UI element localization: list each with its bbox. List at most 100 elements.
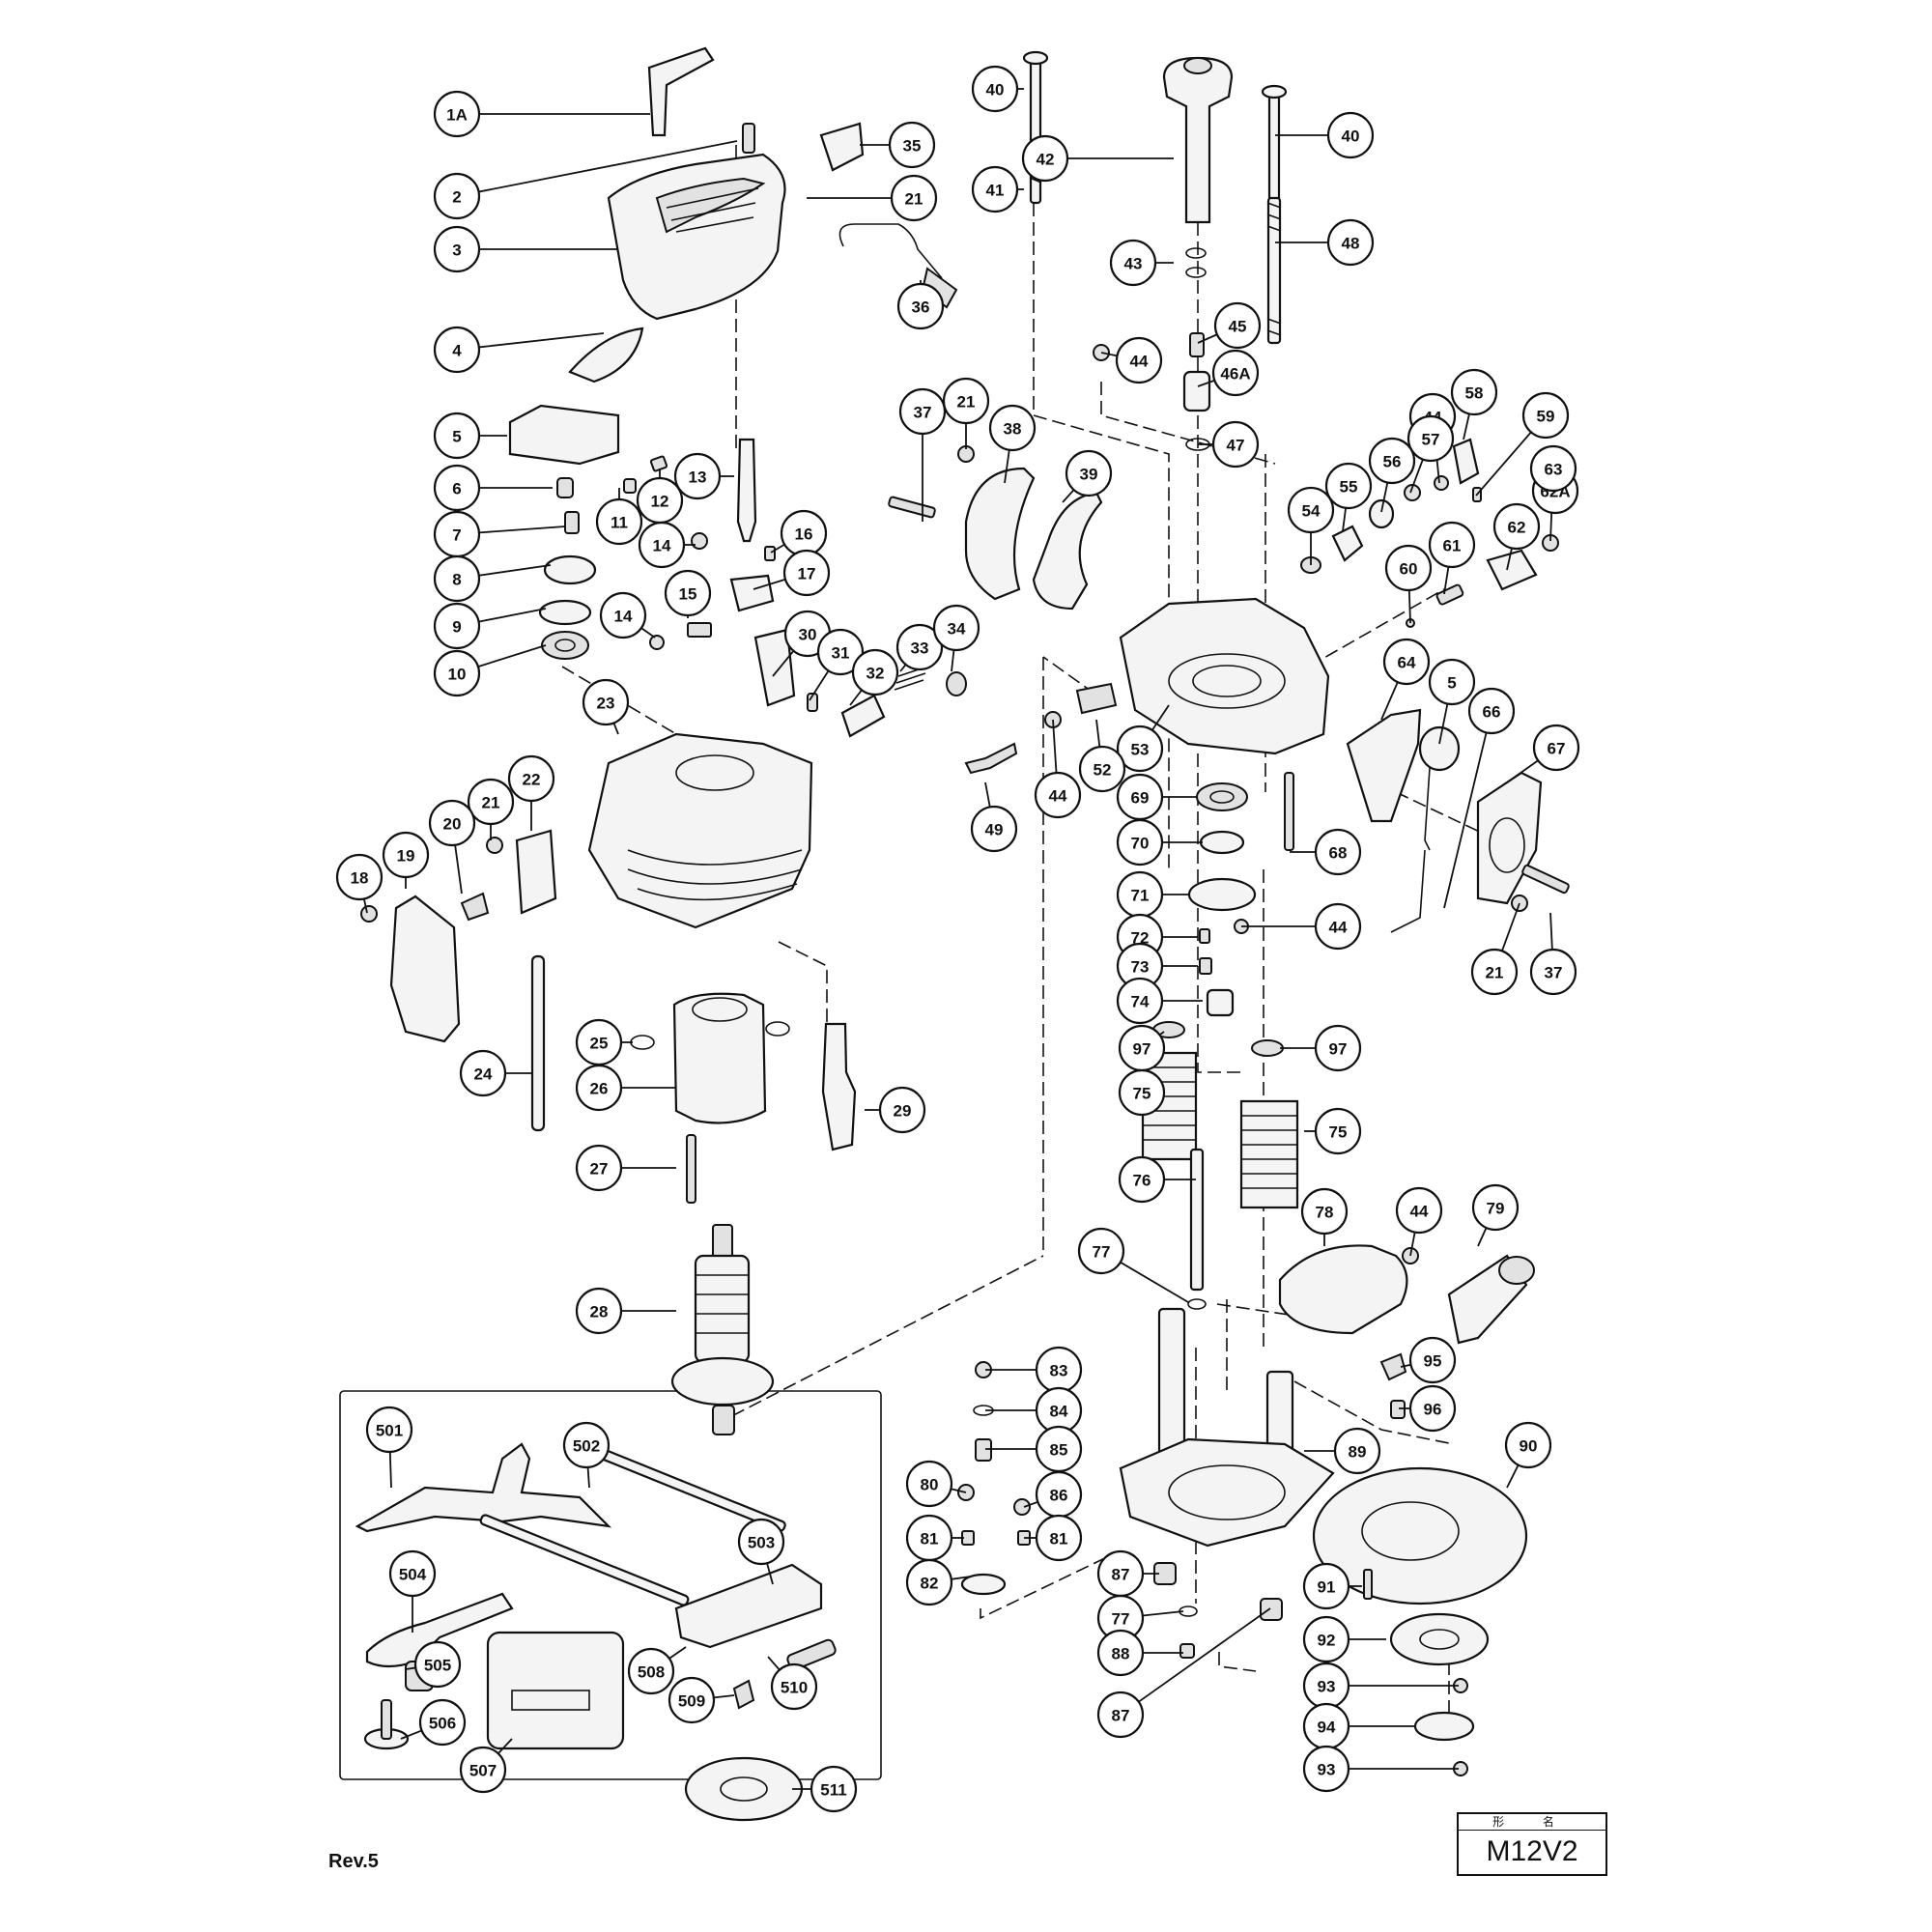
- callout-number: 27: [590, 1160, 609, 1179]
- callout-circle: [1314, 902, 1362, 951]
- leader-line-509: [713, 1694, 735, 1699]
- leader-line-77: [1120, 1261, 1189, 1303]
- callout-number: 77: [1093, 1243, 1111, 1262]
- leader-line-58: [1463, 413, 1470, 440]
- callout-part-40: 40: [1326, 111, 1375, 159]
- callout-number: 40: [986, 81, 1005, 99]
- callout-circle: [1450, 368, 1498, 416]
- callout-number: 29: [894, 1102, 912, 1121]
- callout-number: 9: [452, 618, 461, 637]
- callout-number: 28: [590, 1303, 609, 1321]
- callout-circle: [664, 569, 712, 617]
- callout-number: 26: [590, 1080, 609, 1098]
- callout-part-2: 2: [433, 172, 481, 220]
- callout-number: 95: [1424, 1352, 1442, 1371]
- leader-line-44: [1100, 352, 1118, 357]
- callout-part-55: 55: [1324, 462, 1373, 510]
- callout-part-95: 95: [1408, 1336, 1457, 1384]
- callout-part-5: 5: [433, 412, 481, 460]
- callout-number: 68: [1329, 844, 1348, 863]
- callout-circle: [1065, 449, 1113, 497]
- callout-circle: [433, 602, 481, 650]
- callout-number: 10: [448, 666, 467, 684]
- accessories-frame: [339, 1390, 882, 1780]
- callout-part-509: 509: [668, 1676, 716, 1724]
- callout-part-7: 7: [433, 510, 481, 558]
- leader-line-32: [849, 689, 863, 706]
- callout-circle: [1395, 1186, 1443, 1235]
- callout-part-49: 49: [970, 805, 1018, 853]
- callout-part-66: 66: [1467, 687, 1516, 735]
- leader-line-77: [1142, 1610, 1184, 1617]
- leader-line-66: [1443, 732, 1488, 909]
- callout-number: 21: [482, 794, 500, 812]
- callout-circle: [905, 1558, 953, 1606]
- callout-part-29: 29: [878, 1086, 926, 1134]
- callout-part-87: 87: [1096, 1549, 1145, 1598]
- callout-number: 79: [1487, 1200, 1505, 1218]
- callout-part-88: 88: [1096, 1629, 1145, 1677]
- callout-part-79: 79: [1471, 1183, 1520, 1232]
- callout-circle: [1077, 1227, 1125, 1275]
- callout-circle: [1382, 638, 1431, 686]
- callout-number: 71: [1131, 887, 1150, 905]
- callout-circle: [459, 1049, 507, 1097]
- leader-line-44: [1052, 719, 1058, 774]
- leader-line-4: [478, 332, 605, 349]
- callout-part-90: 90: [1504, 1421, 1552, 1469]
- callout-circle: [507, 754, 555, 803]
- callout-circle: [1302, 1615, 1350, 1663]
- callout-part-53: 53: [1116, 724, 1164, 773]
- callout-number: 16: [795, 526, 813, 544]
- callout-circle: [428, 799, 476, 847]
- callout-circle: [970, 805, 1018, 853]
- callout-circle: [1471, 1183, 1520, 1232]
- model-name-box: 形 名 M12V2: [1457, 1812, 1607, 1876]
- leader-line-46A: [1197, 379, 1215, 387]
- callout-number: 5: [1447, 674, 1456, 693]
- callout-circle: [1314, 828, 1362, 876]
- callout-part-67: 67: [1532, 724, 1580, 772]
- callout-number: 21: [957, 393, 976, 412]
- callout-circle: [668, 1676, 716, 1724]
- leader-line-503: [766, 1562, 774, 1585]
- callout-part-89: 89: [1333, 1427, 1381, 1475]
- callout-circle: [365, 1406, 413, 1454]
- callout-part-36: 36: [896, 282, 945, 330]
- callout-part-78: 78: [1300, 1187, 1349, 1236]
- leader-line-501: [388, 1451, 392, 1489]
- callout-circle: [467, 778, 515, 826]
- part-illustrations: [355, 46, 1570, 1822]
- callout-part-12: 12: [636, 476, 684, 525]
- callout-number: 15: [679, 585, 697, 604]
- callout-part-81: 81: [905, 1514, 953, 1562]
- callout-number: 48: [1342, 235, 1360, 253]
- callout-number: 91: [1318, 1578, 1336, 1597]
- callout-number: 78: [1316, 1204, 1334, 1222]
- callout-part-92: 92: [1302, 1615, 1350, 1663]
- leader-line-95: [1400, 1363, 1411, 1368]
- callout-number: 38: [1004, 420, 1022, 439]
- leader-line-510: [767, 1656, 781, 1671]
- callout-part-6: 6: [433, 464, 481, 512]
- callout-number: 74: [1131, 993, 1150, 1011]
- callout-circle: [1314, 1107, 1362, 1155]
- callout-circle: [433, 225, 481, 273]
- callout-circle: [575, 1144, 623, 1192]
- leader-lines: [362, 88, 1553, 1790]
- callout-circle: [599, 591, 647, 639]
- callout-number: 34: [948, 620, 966, 639]
- callout-number: 75: [1133, 1085, 1151, 1103]
- callout-part-91: 91: [1302, 1562, 1350, 1610]
- callout-part-87: 87: [1096, 1690, 1145, 1739]
- callout-number: 76: [1133, 1172, 1151, 1190]
- callout-circle: [638, 521, 686, 569]
- callout-part-81: 81: [1035, 1514, 1083, 1562]
- callout-part-21: 21: [467, 778, 515, 826]
- callout-circle: [1035, 1514, 1083, 1562]
- callout-circle: [1116, 977, 1164, 1025]
- callout-circle: [988, 404, 1037, 452]
- callout-circle: [737, 1518, 785, 1566]
- callout-part-22: 22: [507, 754, 555, 803]
- callout-number: 44: [1049, 787, 1067, 806]
